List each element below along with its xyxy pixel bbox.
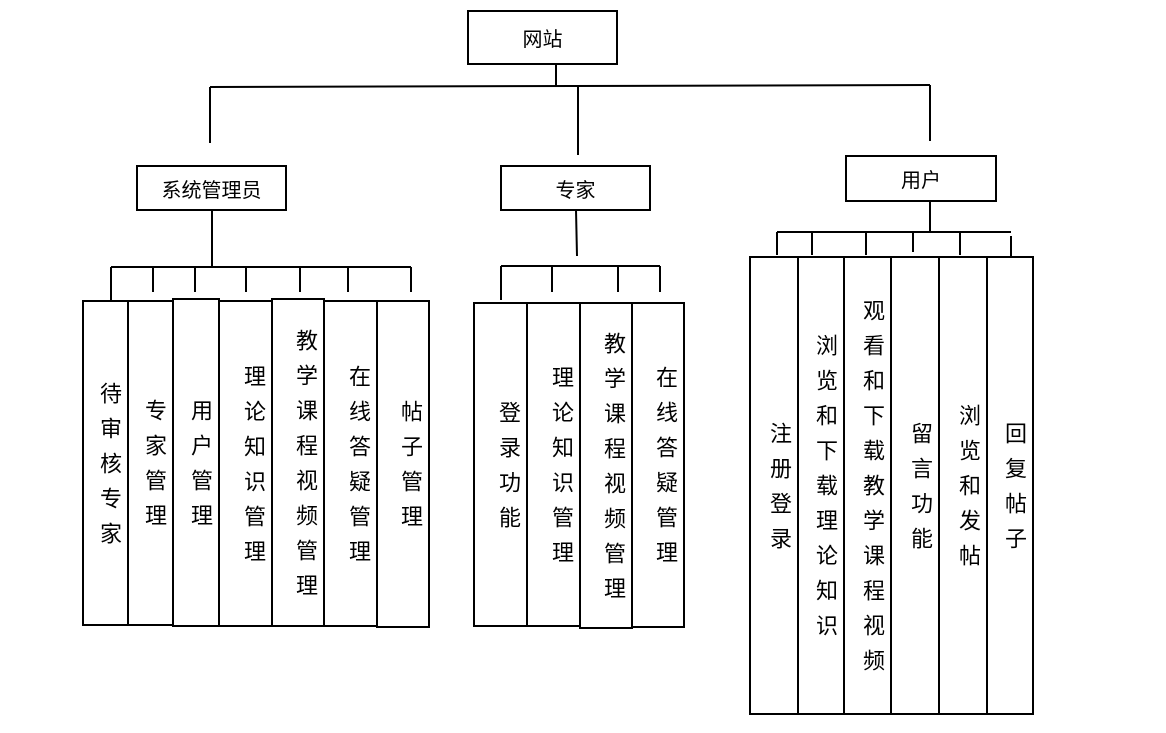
leaf-node: 在线答疑管理 [323, 300, 378, 627]
leaf-label: 理论知识管理 [240, 364, 265, 575]
leaf-label: 在线答疑管理 [345, 364, 370, 575]
group-node-expert: 专家 [500, 165, 651, 211]
leaf-node: 注册登录 [749, 256, 799, 715]
group-label: 用户 [901, 168, 941, 192]
group-node-user: 用户 [845, 155, 997, 202]
leaf-label: 用户管理 [187, 398, 212, 539]
leaf-label: 登录功能 [495, 400, 520, 541]
leaf-label: 观看和下载教学课程视频 [859, 299, 884, 684]
leaf-node: 用户管理 [172, 298, 220, 627]
leaf-label: 教学课程视频管理 [600, 331, 625, 612]
leaf-node: 在线答疑管理 [631, 302, 685, 628]
leaf-label: 理论知识管理 [548, 365, 573, 576]
leaf-node: 教学课程视频管理 [271, 298, 325, 627]
leaf-node: 留言功能 [890, 256, 940, 715]
group-node-admin: 系统管理员 [136, 165, 287, 211]
leaf-node: 浏览和下载理论知识 [797, 256, 845, 715]
leaf-label: 待审核专家 [96, 381, 121, 557]
leaf-node: 待审核专家 [82, 300, 129, 626]
leaf-node: 观看和下载教学课程视频 [843, 256, 892, 715]
group-label: 系统管理员 [161, 177, 262, 202]
leaf-label: 浏览和发帖 [955, 404, 980, 579]
root-node: 网站 [467, 10, 618, 65]
leaf-node: 理论知识管理 [218, 300, 273, 627]
leaf-node: 理论知识管理 [526, 302, 581, 627]
leaf-label: 帖子管理 [397, 400, 422, 540]
leaf-node: 帖子管理 [376, 300, 430, 628]
leaf-node: 浏览和发帖 [938, 256, 988, 715]
leaf-label: 浏览和下载理论知识 [812, 334, 837, 649]
root-label: 网站 [522, 27, 563, 51]
leaf-node: 登录功能 [473, 302, 528, 627]
leaf-label: 回复帖子 [1001, 421, 1026, 562]
leaf-node: 专家管理 [127, 300, 174, 626]
leaf-label: 注册登录 [766, 421, 791, 562]
leaf-label: 在线答疑管理 [652, 366, 677, 576]
leaf-label: 留言功能 [907, 421, 932, 562]
leaf-node: 回复帖子 [986, 256, 1034, 715]
leaf-label: 专家管理 [141, 399, 166, 539]
group-label: 专家 [555, 177, 596, 202]
leaf-label: 教学课程视频管理 [292, 328, 317, 609]
leaf-node: 教学课程视频管理 [579, 302, 633, 629]
